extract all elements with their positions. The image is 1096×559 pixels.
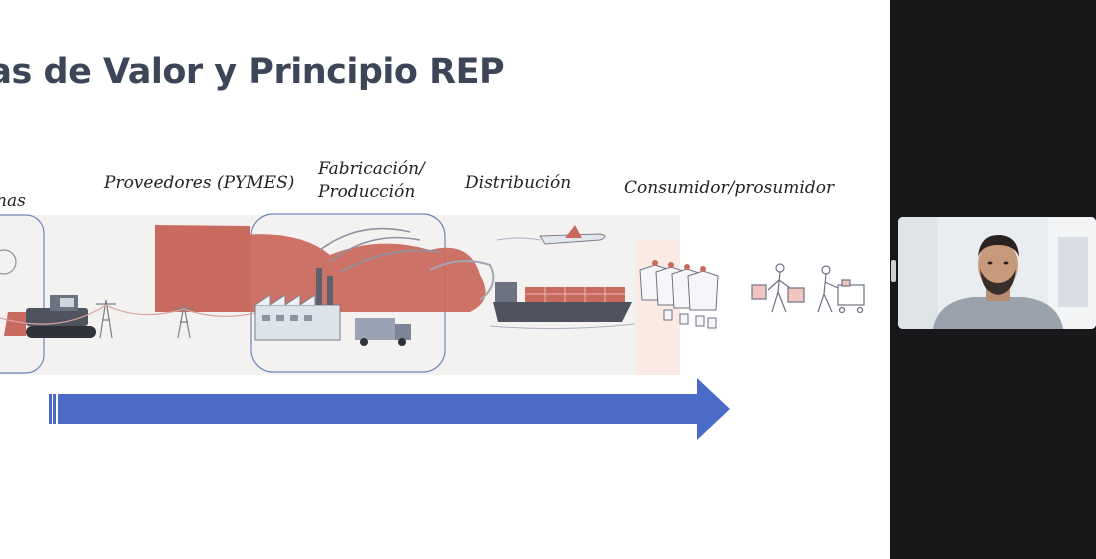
participant-video-frame	[898, 217, 1096, 329]
smoke-clouds	[155, 225, 495, 312]
shoppers-icon	[751, 263, 865, 314]
factory-icon	[254, 268, 341, 341]
stage-label-proveedores: Proveedores (PYMES)	[104, 173, 295, 193]
consumer-panel	[636, 240, 680, 375]
airplane-icon	[496, 225, 606, 245]
bulldozer-icon	[4, 295, 96, 338]
value-chain-illustration	[0, 213, 865, 440]
value-chain-flow-arrow	[49, 378, 730, 440]
participant-avatar	[933, 235, 1063, 329]
cargo-ship-icon	[489, 282, 636, 330]
raw-materials-highlight-box	[0, 214, 45, 374]
stage-label-consumidor: Consumidor/prosumidor	[624, 178, 835, 198]
participant-video-tile[interactable]	[898, 217, 1096, 329]
slide-title: nas de Valor y Principio REP	[0, 52, 505, 92]
stage-label-fabricacion-line1: Fabricación/	[318, 159, 425, 179]
stage-label-fabricacion: Fabricación/ Producción	[318, 158, 425, 204]
stage-label-materias: nas	[0, 191, 26, 211]
globe-sketch-icon	[0, 249, 17, 275]
clothing-tags-icon	[639, 260, 719, 329]
presentation-slide: nas de Valor y Principio REP nas Proveed…	[0, 0, 890, 559]
speaker-view-handle-icon[interactable]	[891, 260, 896, 282]
power-tower-icon	[0, 299, 261, 339]
stage-label-fabricacion-line2: Producción	[318, 182, 416, 202]
truck-icon	[355, 318, 411, 346]
stage-label-distribucion: Distribución	[465, 173, 572, 193]
